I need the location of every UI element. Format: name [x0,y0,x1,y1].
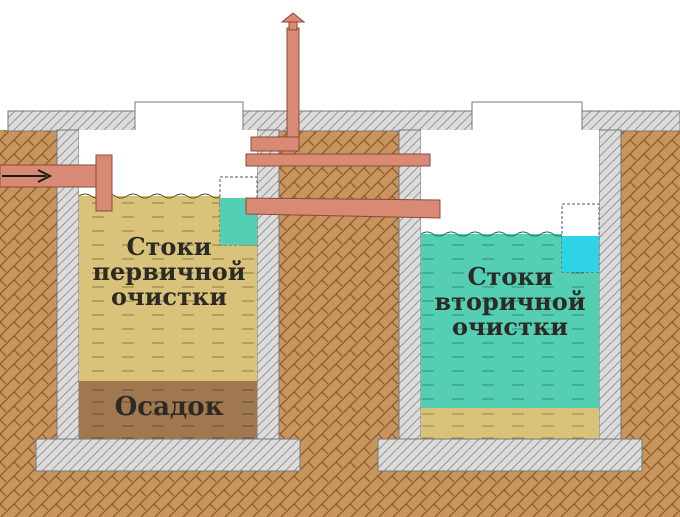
outlet-water [562,236,599,272]
right-tank-footing [377,438,643,472]
vent-cap [280,12,306,23]
vent-elbow [250,136,300,152]
transfer-pipe [245,197,441,219]
sand-layer [421,408,599,440]
manhole-left [134,101,244,133]
manhole-right [471,101,583,133]
inlet-tee [95,154,113,212]
inlet-arrow [2,169,53,183]
left-tank-footing [35,438,301,472]
right-tank-wall-left [398,129,422,441]
right-tank-wall-right [598,129,622,441]
vent-pipe [286,27,300,147]
left-tank-wall-right [256,129,280,441]
sediment-layer [79,381,257,440]
upper-connector-pipe [245,153,431,167]
vent-neck [288,21,298,31]
